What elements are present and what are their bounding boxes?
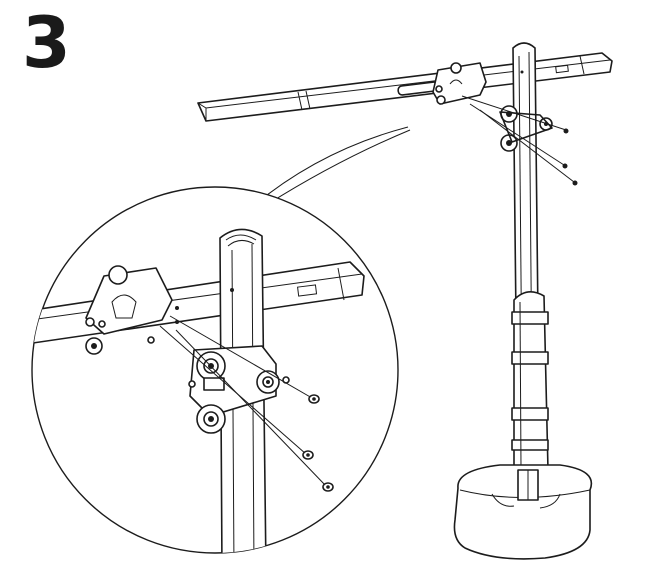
screw-icon	[562, 128, 578, 186]
crossbar-icon	[197, 52, 613, 122]
step-number: 3	[22, 2, 71, 84]
base-icon	[453, 464, 593, 560]
bracket-icon	[432, 62, 575, 183]
zoom-detail	[32, 228, 365, 553]
callout-icon	[251, 126, 411, 208]
zoom-screw-icon	[302, 394, 334, 492]
clamp-sleeve-icon	[511, 291, 549, 471]
